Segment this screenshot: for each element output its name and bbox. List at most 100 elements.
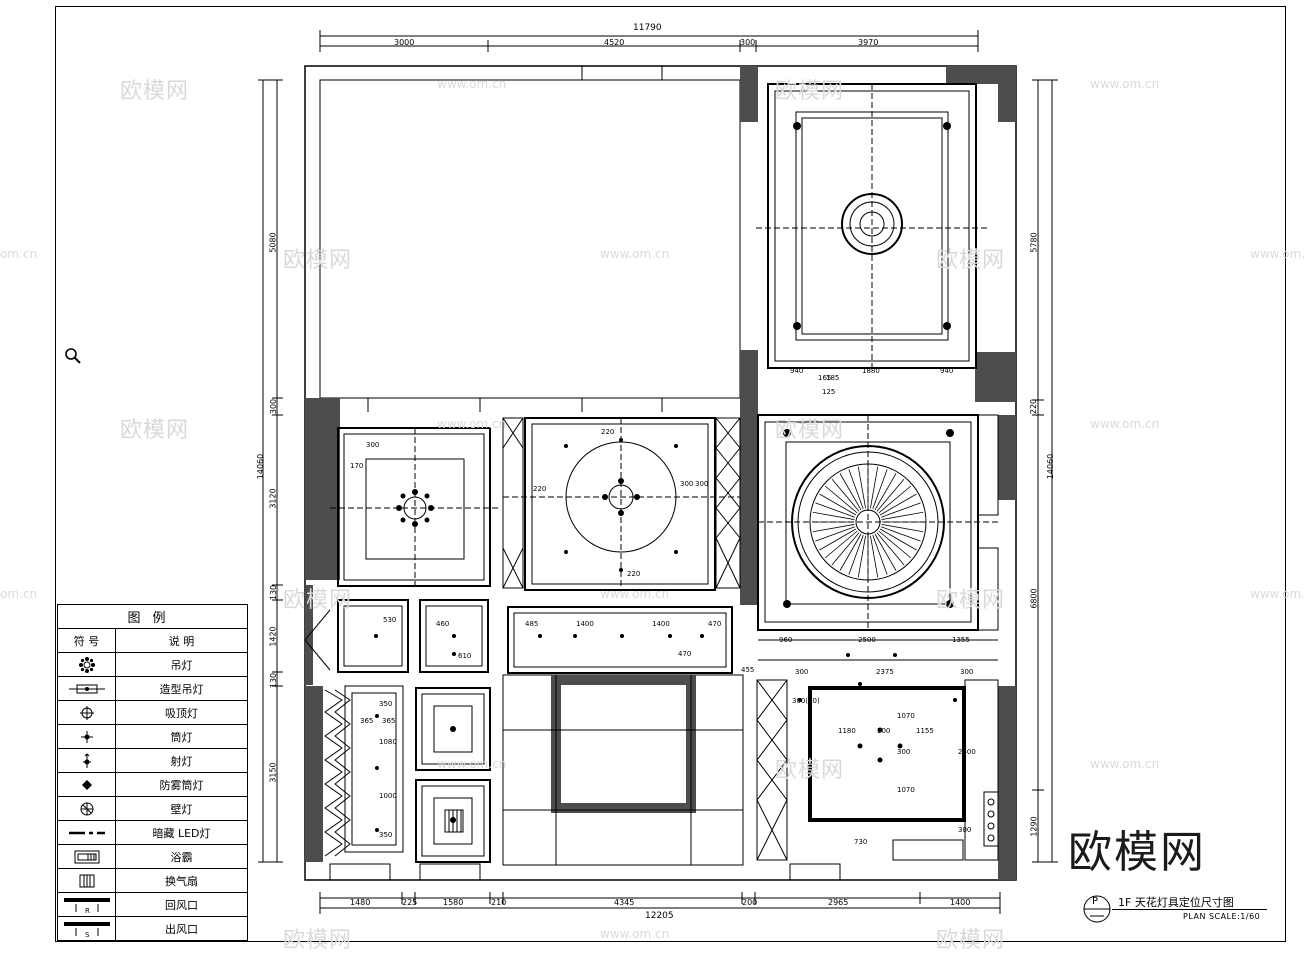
search-icon[interactable] (64, 347, 82, 369)
legend-label: 吊灯 (170, 659, 193, 672)
dome-ray (870, 466, 879, 509)
room-dim: 350 (379, 831, 393, 839)
legend-row: 吊灯 (58, 652, 247, 677)
dome-ray (831, 532, 860, 566)
room-dim: 2375 (876, 668, 894, 676)
supply-air-icon: S (63, 922, 110, 939)
room-dim: 300 (680, 480, 694, 488)
bath-heater-icon (74, 850, 99, 864)
legend-row: 吸顶灯 (58, 700, 247, 725)
dome-ray (824, 485, 858, 514)
dome-ray (879, 528, 917, 551)
room-dim: 1355 (952, 636, 970, 644)
dome-ray (881, 502, 921, 518)
room-dim: 455 (741, 666, 755, 674)
room-dim: 1070 (897, 786, 915, 794)
dome-ray (819, 528, 857, 551)
dim-bottom-seg-3: 1580 (443, 898, 464, 907)
dome-ray (848, 535, 864, 575)
room-dim: 940 (940, 367, 954, 375)
legend-table: 图例 符 号 说 明 吊灯 造型吊灯 吸顶灯 筒灯 射灯 防雾筒灯 (57, 604, 248, 941)
room-dim: 365 (360, 717, 374, 725)
dome-ray (857, 535, 866, 578)
dome-ray (881, 511, 924, 520)
room-dim: 220 (627, 570, 641, 578)
dome-ray (819, 493, 857, 516)
dim-bottom-seg-2: 225 (402, 898, 418, 907)
legend-row: 射灯 (58, 748, 247, 773)
dim-left-seg-5: 1420 (268, 626, 278, 647)
dome-ray (839, 533, 862, 571)
dome-ray (874, 533, 897, 571)
legend-label: 壁灯 (170, 803, 193, 816)
dim-bottom-seg-5: 4345 (614, 898, 635, 907)
legend-row: 筒灯 (58, 724, 247, 749)
dim-right-seg-2: 220 (1029, 398, 1039, 415)
legend-label: 造型吊灯 (159, 683, 204, 696)
dome-ray (812, 524, 855, 533)
legend-label: 出风口 (165, 923, 198, 936)
room-dim: 300(00) (792, 697, 820, 705)
dim-top-seg-4: 3970 (858, 38, 879, 47)
legend-row: 暗藏 LED灯 (58, 820, 247, 845)
sheet-border (55, 6, 1286, 942)
room-dim: 470 (708, 620, 722, 628)
dim-left-total: 14060 (256, 453, 266, 480)
dome-ray (876, 532, 905, 566)
dim-bottom-seg-7: 2965 (828, 898, 849, 907)
dim-bottom-seg-1: 1480 (350, 898, 371, 907)
dim-left-seg-6: 130 (269, 672, 279, 689)
wall-lamp-icon (80, 802, 93, 816)
legend-label: 暗藏 LED灯 (152, 827, 211, 840)
dim-right-seg-4: 1290 (1029, 816, 1039, 837)
title-marker-icon (1083, 895, 1111, 923)
dome-ray (872, 469, 888, 509)
dim-top-seg-2: 4520 (604, 38, 625, 47)
legend-header-symbol: 符 号 (58, 629, 116, 653)
legend-title: 图例 (127, 610, 178, 626)
room-dim: 485 (525, 620, 539, 628)
room-dim: 365 (382, 717, 396, 725)
room-dim: 1155 (916, 727, 934, 735)
room-dim: 220 (533, 485, 547, 493)
legend-row: 壁灯 (58, 796, 247, 821)
dome-ray (878, 485, 912, 514)
room-dim: 165 (818, 374, 832, 382)
dim-left-seg-3: 3120 (268, 488, 278, 509)
room-dim: 960 (779, 636, 793, 644)
ceiling-lamp-icon (79, 706, 94, 720)
room-dim: 350 (379, 700, 393, 708)
title-underline (1112, 909, 1267, 910)
dome-ray (812, 511, 855, 520)
legend-label: 回风口 (165, 899, 198, 912)
room-dim: 1080 (379, 738, 397, 746)
dim-top-total: 11790 (633, 23, 662, 33)
room-dim: 300 (877, 727, 891, 735)
dim-right-total: 14060 (1046, 453, 1056, 480)
return-air-icon: R (63, 898, 110, 915)
dim-bottom-seg-6: 200 (742, 898, 758, 907)
room-dim: 300 (366, 441, 380, 449)
plan-subtitle: PLAN SCALE:1/60 (1183, 912, 1261, 921)
legend-label: 射灯 (170, 755, 193, 768)
dome-ray (831, 478, 860, 512)
dome-ray (857, 466, 866, 509)
title-marker-label: P (1092, 896, 1099, 907)
dim-bottom-seg-4: 210 (491, 898, 507, 907)
room-dim: 610 (458, 652, 472, 660)
dome-ray (839, 473, 862, 511)
dome-ray (872, 535, 888, 575)
room-dim: 470 (678, 650, 692, 658)
dome-ray (879, 493, 917, 516)
dim-right-seg-1: 5780 (1029, 232, 1039, 253)
spotlight-icon (82, 753, 91, 768)
room-dim: 1880 (862, 367, 880, 375)
room-dim: 300 (897, 748, 911, 756)
room-dim: 300 (795, 668, 809, 676)
dim-left-seg-4: 130 (269, 584, 279, 601)
legend-row: S 出风口 (58, 916, 247, 941)
room-dim: 220 (601, 428, 615, 436)
room-dim: 300 (695, 480, 709, 488)
legend-row: 换气扇 (58, 868, 247, 893)
